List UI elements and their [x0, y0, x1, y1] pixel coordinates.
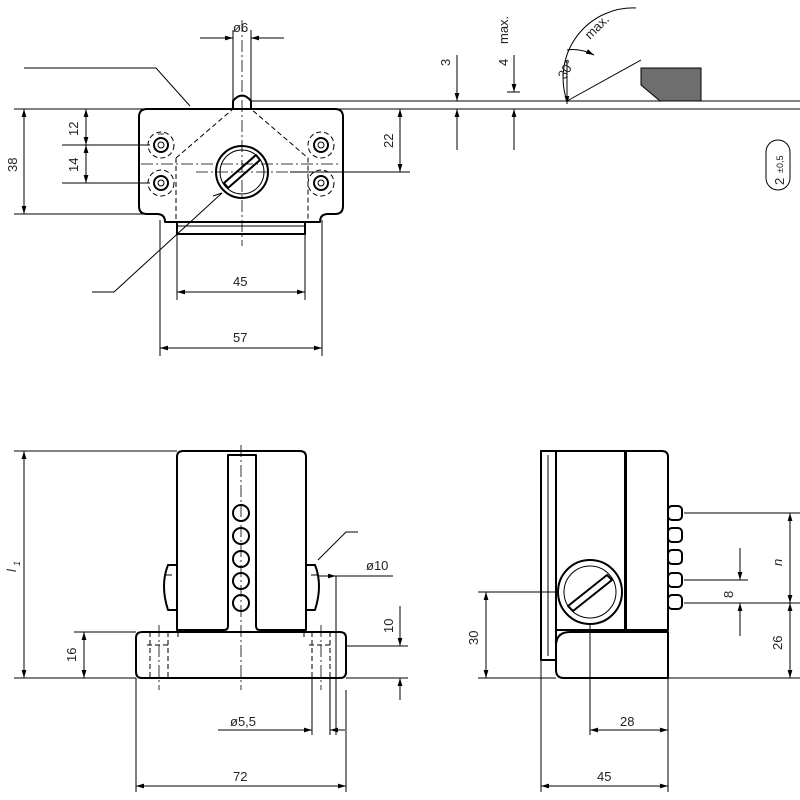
n-symbol: n [770, 559, 785, 566]
top-view-hidden-contour [175, 108, 309, 222]
angle-label: 30° [555, 57, 578, 82]
dim-57-label: 57 [233, 330, 247, 345]
front-view-base [135, 631, 347, 679]
top-view: ø6 3 4 max. 30° max. 12 14 [5, 7, 800, 356]
dim-10-label: 10 [381, 619, 396, 633]
front-view-left-screw [163, 564, 177, 611]
max-angle-label: max. [582, 12, 613, 43]
side-view-housing [540, 450, 669, 661]
dim-28-label: 28 [620, 714, 634, 729]
dim-38-label: 38 [5, 158, 20, 172]
actuator-block [640, 67, 702, 102]
front-view-right-screw [306, 564, 320, 611]
dim-45-top-label: 45 [233, 274, 247, 289]
top-view-rail [176, 221, 306, 235]
dim-72-label: 72 [233, 769, 247, 784]
dim-12-label: 12 [66, 122, 81, 136]
side-view: 30 28 45 8 n 26 [466, 450, 800, 792]
tolerance-badge [765, 139, 791, 191]
side-view-screw [557, 559, 623, 625]
dim-4-label: 4 [496, 59, 511, 66]
top-view-housing-outline [138, 108, 344, 223]
dim-8-label: 8 [721, 591, 736, 598]
tolerance-value: 2 [772, 178, 787, 185]
pin-diameter-label: ø6 [233, 20, 248, 35]
dim-16-label: 16 [64, 648, 79, 662]
top-view-mounting-holes [147, 131, 335, 197]
dim-30-label: 30 [466, 631, 481, 645]
bolt-diameter-label: ø10 [366, 558, 388, 573]
tolerance-note: ±0,5 [775, 156, 785, 173]
dim-22-label: 22 [381, 134, 396, 148]
length-subscript: 1 [12, 561, 22, 566]
side-view-lower-body [555, 631, 669, 679]
dim-26-label: 26 [770, 636, 785, 650]
side-view-led-stack [667, 505, 683, 610]
hole-diameter-label: ø5,5 [230, 714, 256, 729]
dim-14-label: 14 [66, 158, 81, 172]
dim-3-label: 3 [438, 59, 453, 66]
max-vertical-label: max. [496, 16, 511, 44]
length-symbol: l [4, 568, 19, 572]
dim-45-side-label: 45 [597, 769, 611, 784]
front-view: l 1 16 10 ø10 ø5,5 72 [4, 445, 408, 792]
front-view-housing [176, 450, 307, 631]
